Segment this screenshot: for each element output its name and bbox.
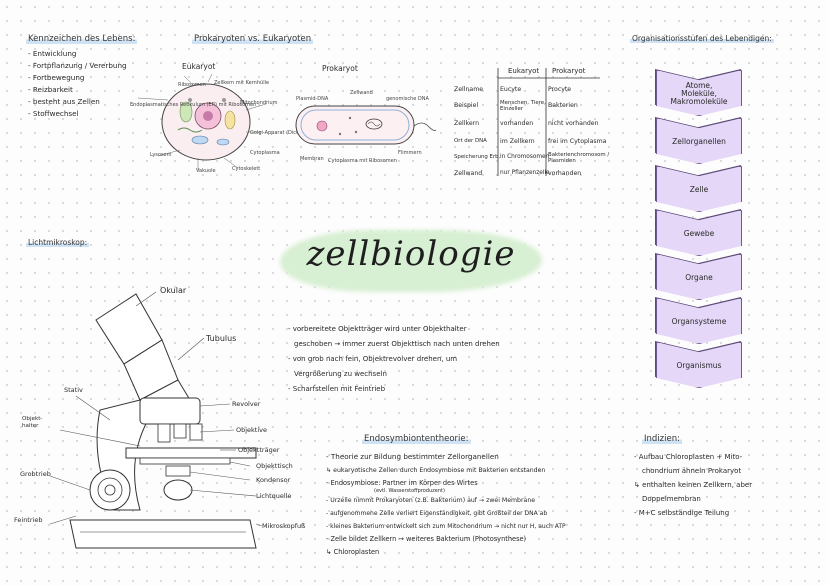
euk-label: Lysosom xyxy=(150,152,172,158)
table-cell: frei im Cytoplasma xyxy=(548,138,607,145)
level-chevron: Zellorganellen xyxy=(656,118,742,164)
note-line: chondrium ähneln Prokaryot xyxy=(642,467,742,475)
compare-table-lines xyxy=(497,68,600,176)
euk-label: Endoplasmatisches Retikulum (ER) mit Rib… xyxy=(130,102,257,108)
microscope-label: Objekt-halter xyxy=(22,416,43,429)
table-cell: vorhanden xyxy=(500,120,534,127)
euk-label: Cytoskelett xyxy=(232,166,261,172)
lichtmikroskop-notes: - vorbereitete Objektträger wird unter O… xyxy=(288,322,500,396)
list-item: - besteht aus Zellen xyxy=(28,97,100,106)
note-line: - Urzelle nimmt Prokaryoten (z.B. Bakter… xyxy=(326,497,536,504)
list-item: - Reizbarkeit xyxy=(28,85,73,94)
table-cell: in Chromosomen xyxy=(500,154,550,160)
table-cell: nur Pflanzenzelle xyxy=(500,170,550,176)
euk-label: Golgi-Apparat (Dictyosom) xyxy=(250,130,317,136)
prok-euk-heading: Prokaryoten vs. Eukaryoten xyxy=(192,34,314,44)
kennzeichen-heading: Kennzeichen des Lebens: xyxy=(26,34,138,44)
list-item: - Stoffwechsel xyxy=(28,109,79,118)
eukaryot-cell-diagram xyxy=(137,73,267,170)
page-title: zellbiologie xyxy=(306,234,516,274)
note-line: ↳ eukaryotische Zellen durch Endosymbios… xyxy=(326,467,546,474)
note-line: - aufgenommene Zelle verliert Eigenständ… xyxy=(326,510,548,517)
note-line: - Scharfstellen mit Feintrieb xyxy=(288,385,386,393)
level-chevron: Organsysteme xyxy=(656,298,742,344)
euk-label: Zellkern mit Kernhülle xyxy=(214,80,270,86)
endosymbiont-heading: Endosymbiontentheorie: xyxy=(362,434,471,444)
table-cell: Procyte xyxy=(548,86,572,93)
microscope-label: Objektive xyxy=(236,426,268,434)
microscope-label: Revolver xyxy=(232,400,261,408)
note-line: - von grob nach fein, Objektrevolver dre… xyxy=(288,355,458,363)
note-line: geschoben → immer zuerst Objekttisch nac… xyxy=(294,340,500,348)
microscope-label: Okular xyxy=(160,286,187,295)
prokaryot-cell-diagram xyxy=(295,105,437,145)
microscope-diagram xyxy=(49,291,263,549)
microscope-label: Kondensor xyxy=(256,476,291,484)
euk-label: Ribosomen xyxy=(178,82,206,88)
prok-label: Membran xyxy=(300,156,324,162)
euk-label: Vakuole xyxy=(196,168,216,174)
microscope-label: Grobtrieb xyxy=(20,470,51,478)
organisation-heading: Organisationsstufen des Lebendigen: xyxy=(630,34,774,43)
eukaryot-label: Eukaryot xyxy=(182,62,216,71)
level-chevron: Atome, Moleküle, Makromoleküle xyxy=(656,70,742,116)
note-line: - Aufbau Chloroplasten + Mito- xyxy=(634,453,743,461)
prokaryot-label: Prokaryot xyxy=(322,64,358,73)
endosymbiont-notes: - Theorie zur Bildung bestimmter Zellorg… xyxy=(326,450,566,558)
table-cell: nicht vorhanden xyxy=(548,120,599,127)
indizien-notes: - Aufbau Chloroplasten + Mito- chondrium… xyxy=(634,450,752,520)
level-chevron: Organismus xyxy=(656,342,742,388)
prok-label: Cytoplasma mit Ribosomen xyxy=(328,158,397,164)
microscope-label: Tubulus xyxy=(206,334,237,343)
note-line: (evtl. Wasserstoffproduzent) xyxy=(374,488,445,494)
table-cell: Speicherung Erb. xyxy=(454,154,501,160)
prok-label: Flimmern xyxy=(398,150,422,156)
microscope-label: Stativ xyxy=(64,386,83,394)
microscope-label: Objekttisch xyxy=(256,462,293,470)
lichtmikroskop-heading: Lichtmikroskop: xyxy=(26,238,90,247)
list-item: - Fortpflanzung / Vererbung xyxy=(28,61,127,70)
table-cell: im Zellkern xyxy=(500,138,535,145)
microscope-label: Lichtquelle xyxy=(256,492,292,500)
note-line: - Endosymbiose: Partner im Körper des Wi… xyxy=(326,479,478,487)
microscope-label: Objektträger xyxy=(238,446,280,454)
list-item: - Entwicklung xyxy=(28,49,77,58)
table-cell: Beispiel xyxy=(454,102,479,109)
table-header: Prokaryot xyxy=(552,67,586,75)
note-line: - vorbereitete Objektträger wird unter O… xyxy=(288,325,467,333)
note-line: ↳ enthalten keinen Zellkern, aber xyxy=(634,481,753,489)
list-item: - Fortbewegung xyxy=(28,73,85,82)
note-line: - M+C selbständige Teilung xyxy=(634,509,730,517)
note-line: Vergrößerung zu wechseln xyxy=(294,370,387,378)
level-chevron: Zelle xyxy=(656,166,742,212)
table-cell: Zellwand xyxy=(454,170,483,177)
prok-label: Zellwand xyxy=(350,90,373,96)
microscope-label: Feintrieb xyxy=(14,516,43,524)
note-line: - Zelle bildet Zellkern → weiteres Bakte… xyxy=(326,535,527,543)
table-cell: Ort der DNA xyxy=(454,138,487,144)
level-chevron: Gewebe xyxy=(656,210,742,256)
note-line: ↳ Chloroplasten xyxy=(326,548,380,556)
prok-label: Plasmid-DNA xyxy=(296,96,329,102)
note-line: - kleines Bakterium entwickelt sich zum … xyxy=(326,523,566,530)
euk-label: Cytoplasma xyxy=(250,150,280,156)
level-chevron: Organe xyxy=(656,254,742,300)
note-line: - Theorie zur Bildung bestimmter Zellorg… xyxy=(326,452,499,461)
table-cell: Zellkern xyxy=(454,120,480,127)
table-cell: Menschen, Tiere, Einzeller xyxy=(500,100,546,112)
microscope-label: Mikroskopfuß xyxy=(262,522,306,530)
table-cell: Bakterienchromosom / Plasmiden xyxy=(548,152,610,164)
indizien-heading: Indizien: xyxy=(642,434,682,444)
euk-label: Mitochondrium xyxy=(240,100,278,106)
note-line: Doppelmembran xyxy=(642,495,701,503)
table-header: Eukaryot xyxy=(508,67,540,75)
table-cell: Zellname xyxy=(454,86,484,93)
table-cell: Eucyte xyxy=(500,86,522,93)
table-cell: Bakterien xyxy=(548,102,578,109)
table-cell: vorhanden xyxy=(548,170,582,177)
title-highlight xyxy=(280,230,542,292)
kennzeichen-list: - Entwicklung - Fortpflanzung / Vererbun… xyxy=(28,48,127,120)
prok-label: genomische DNA xyxy=(386,96,429,102)
